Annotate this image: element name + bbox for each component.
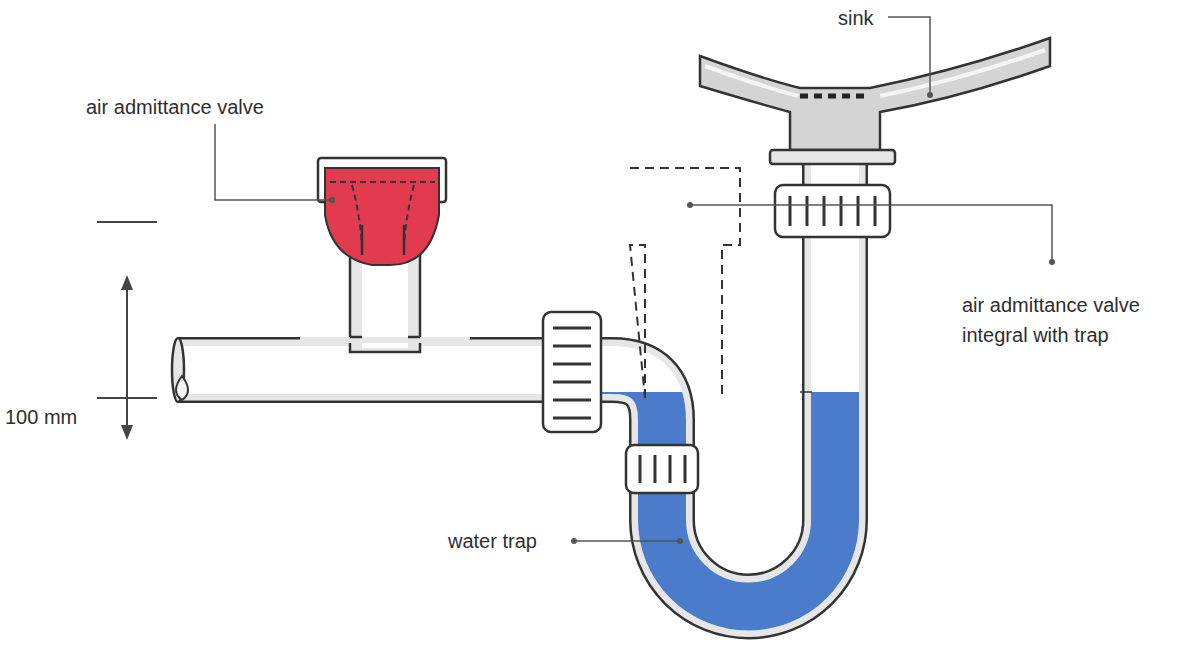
part-label: air admittance valve [86,92,326,122]
leader-dot [329,92,1055,544]
nut-rib [669,455,672,483]
integral-valve-outline [630,168,740,398]
nut-rib [553,381,591,384]
nut-rib [806,196,809,226]
nut-rib [553,417,591,420]
pipe-outline [178,150,835,607]
pipe-wall [178,150,835,607]
leader-line [215,17,1052,541]
pipe-nut [543,150,895,493]
part-label: air admittance valve integral with trap [962,290,1194,350]
nut-rib [654,455,657,483]
pipe-inside [178,150,835,607]
sink-bowl [700,38,1050,150]
dimension [97,222,157,440]
nut-rib [840,196,843,226]
nut-rib [874,196,877,226]
part-label: water trap [448,526,578,556]
part-label: sink [838,3,898,33]
part-label: 100 mm [5,402,95,432]
sink-highlight [705,50,1045,96]
nut-rib [553,363,591,366]
nut-rib [639,455,642,483]
nut-rib [789,196,792,226]
drip [176,376,188,400]
nut-rib [553,327,591,330]
nut-ribs [553,196,875,483]
nut-rib [553,345,591,348]
nut-rib [823,196,826,226]
air-admittance-valve [325,168,439,265]
nut-rib [553,399,591,402]
nut-rib [857,196,860,226]
nut-rib [684,455,687,483]
sink-grill [800,94,870,99]
